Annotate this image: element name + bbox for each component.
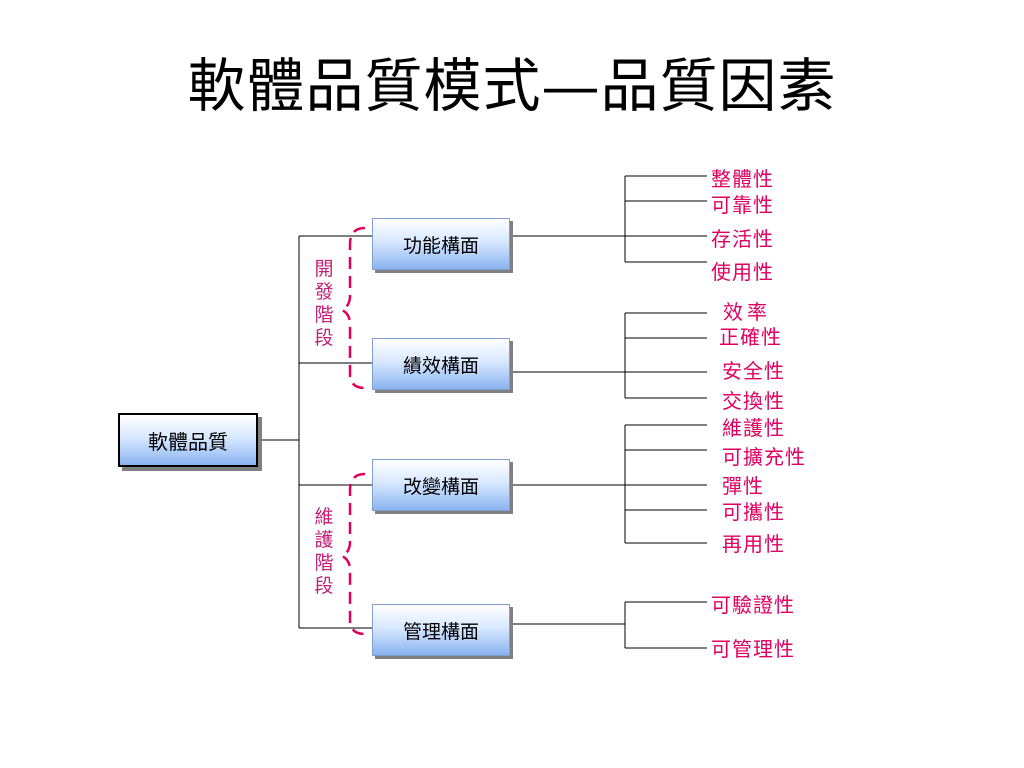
phase-label-maintenance: 維護階段 [314, 506, 334, 597]
dimension-box-performance: 績效構面 [372, 338, 510, 390]
attribute-manageability: 可管理性 [711, 637, 795, 661]
attribute-security: 安全性 [722, 359, 785, 383]
attribute-verifiability: 可驗證性 [711, 593, 795, 617]
dimension-box-management: 管理構面 [372, 604, 510, 656]
attribute-maintainability: 維護性 [722, 416, 785, 440]
attribute-survivability: 存活性 [711, 227, 774, 251]
attribute-efficiency: 效率 [723, 300, 771, 324]
development-phase-bracket [339, 226, 366, 390]
attribute-reusability: 再用性 [722, 532, 785, 556]
attribute-interoperability: 交換性 [722, 389, 785, 413]
root-node-software-quality: 軟體品質 [118, 413, 258, 467]
phase-label-development: 開發階段 [314, 258, 334, 349]
maintenance-phase-bracket [339, 472, 366, 636]
dimension-box-function: 功能構面 [372, 218, 510, 270]
attribute-integrity: 整體性 [711, 167, 774, 191]
attribute-reliability: 可靠性 [711, 193, 774, 217]
attribute-correctness: 正確性 [719, 325, 782, 349]
slide-title: 軟體品質模式—品質因素 [187, 52, 837, 120]
dimension-box-change: 改變構面 [372, 459, 510, 511]
attribute-flexibility: 彈性 [722, 474, 764, 498]
attribute-expandability: 可擴充性 [722, 445, 806, 469]
attribute-usability: 使用性 [711, 260, 774, 284]
attribute-portability: 可攜性 [722, 500, 785, 524]
